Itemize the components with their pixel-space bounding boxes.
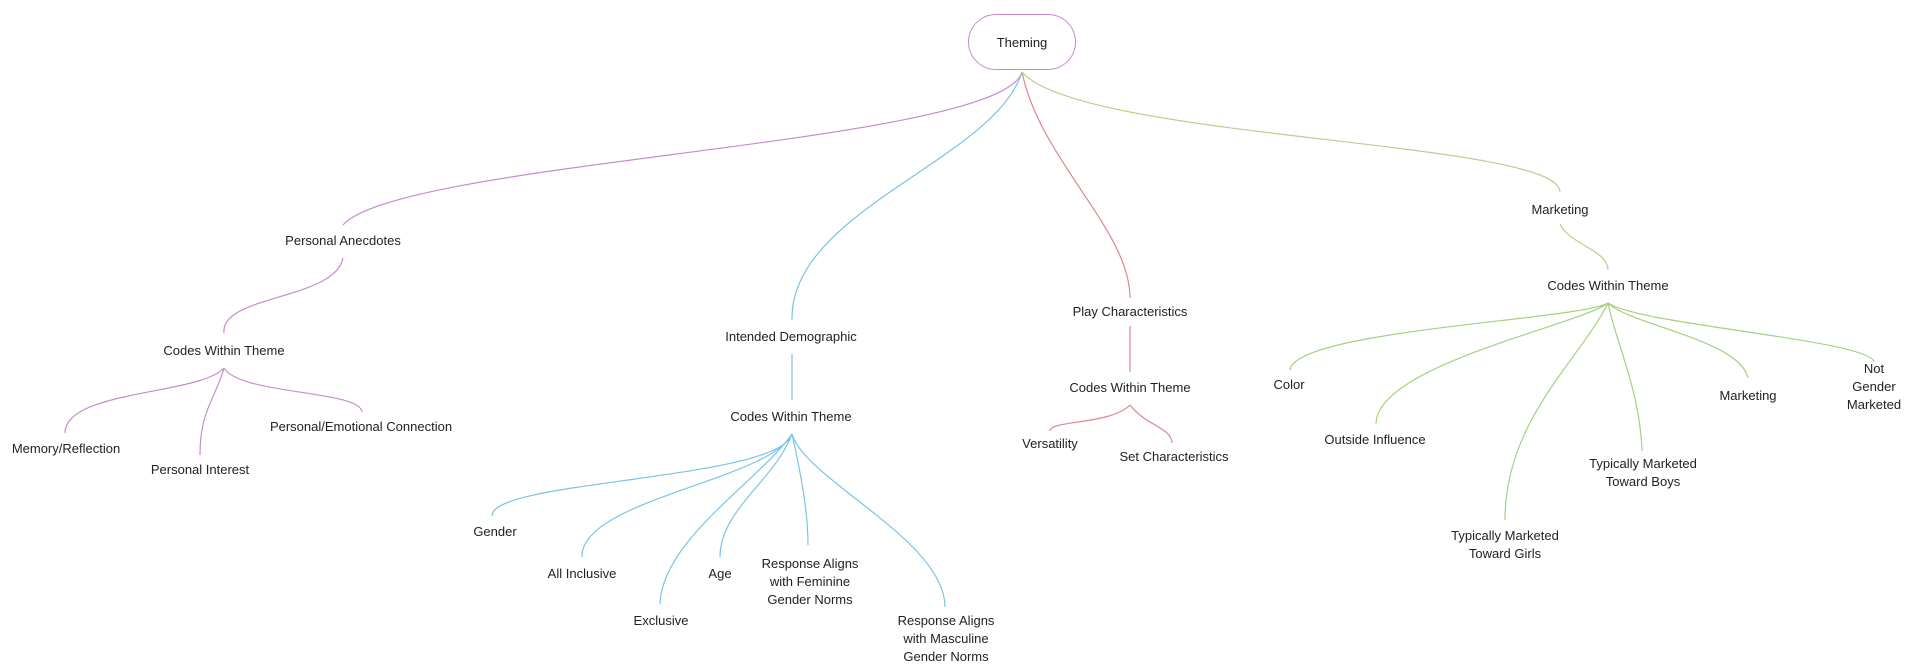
code-memory-reflection[interactable]: Memory/Reflection xyxy=(11,441,121,456)
edge-demographic-exclusive xyxy=(659,433,793,605)
code-marketing[interactable]: Marketing xyxy=(1719,388,1777,403)
code-versatility[interactable]: Versatility xyxy=(1022,436,1078,451)
edge-personal-memory xyxy=(64,367,225,434)
edge-marketing-girls xyxy=(1504,302,1609,521)
code-age[interactable]: Age xyxy=(708,566,732,581)
edge-personal-emotional xyxy=(223,367,363,413)
code-gender[interactable]: Gender xyxy=(473,524,517,539)
edge-demographic-masculine xyxy=(791,433,946,608)
edge-marketing-codes xyxy=(1559,223,1609,271)
branch-personal-anecdotes[interactable]: Personal Anecdotes xyxy=(285,233,401,248)
edge-demographic-inclusive xyxy=(581,433,793,558)
codes-within-theme-play[interactable]: Codes Within Theme xyxy=(1069,380,1191,395)
root-node[interactable]: Theming xyxy=(968,14,1076,70)
edge-root-demographic xyxy=(791,71,1023,321)
code-typically-marketed-girls[interactable]: Typically Marketed Toward Girls xyxy=(1451,528,1559,561)
code-feminine-gender-norms[interactable]: Response Aligns with Feminine Gender Nor… xyxy=(761,556,859,607)
edge-play-versatility xyxy=(1049,404,1131,432)
codes-within-theme-personal[interactable]: Codes Within Theme xyxy=(163,343,285,358)
branch-play-characteristics[interactable]: Play Characteristics xyxy=(1072,304,1188,319)
edge-root-play xyxy=(1021,71,1131,299)
codes-within-theme-marketing[interactable]: Codes Within Theme xyxy=(1547,278,1669,293)
code-masculine-gender-norms[interactable]: Response Aligns with Masculine Gender No… xyxy=(897,613,995,664)
code-personal-interest[interactable]: Personal Interest xyxy=(150,462,250,477)
code-not-gender-marketed[interactable]: Not Gender Marketed xyxy=(1846,361,1902,412)
code-typically-marketed-boys[interactable]: Typically Marketed Toward Boys xyxy=(1589,456,1697,489)
edge-root-personal xyxy=(342,71,1023,226)
branch-intended-demographic[interactable]: Intended Demographic xyxy=(725,329,857,344)
edge-demographic-age xyxy=(719,433,793,558)
code-color[interactable]: Color xyxy=(1273,377,1305,392)
edge-marketing-notgender xyxy=(1607,302,1875,363)
edge-demographic-feminine xyxy=(791,433,809,546)
code-all-inclusive[interactable]: All Inclusive xyxy=(547,566,617,581)
edge-marketing-outside xyxy=(1375,302,1609,425)
edge-marketing-boys xyxy=(1607,302,1643,452)
edge-root-marketing xyxy=(1021,71,1561,193)
edge-marketing-marketing xyxy=(1607,302,1749,379)
edge-demographic-gender xyxy=(491,433,793,517)
code-outside-influence[interactable]: Outside Influence xyxy=(1324,432,1426,447)
branch-marketing[interactable]: Marketing xyxy=(1531,202,1589,217)
edge-play-set xyxy=(1129,404,1173,444)
code-exclusive[interactable]: Exclusive xyxy=(633,613,689,628)
code-set-characteristics[interactable]: Set Characteristics xyxy=(1119,449,1229,464)
edge-marketing-color xyxy=(1289,302,1609,371)
code-personal-emotional-connection[interactable]: Personal/Emotional Connection xyxy=(269,419,453,434)
edge-personal-codes xyxy=(223,257,344,334)
edge-personal-interest xyxy=(199,367,225,456)
codes-within-theme-demographic[interactable]: Codes Within Theme xyxy=(730,409,852,424)
